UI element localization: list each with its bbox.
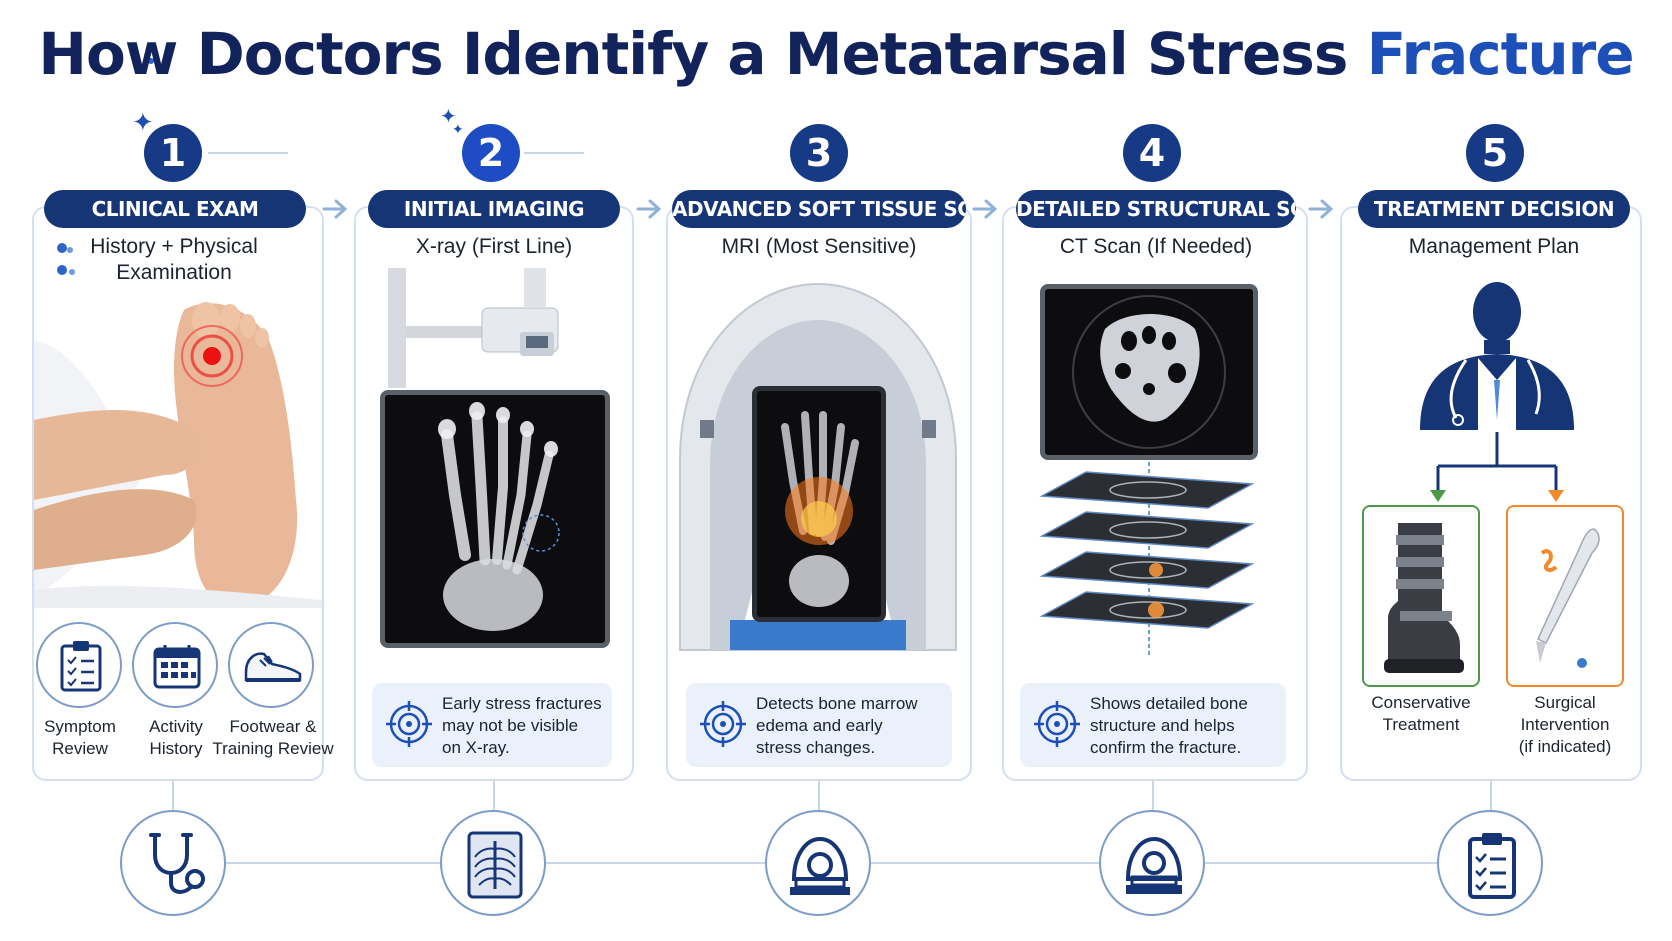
header-advanced-soft-tissue-scan: ADVANCED SOFT TISSUE SCAN	[672, 190, 966, 228]
foot-exam-illustration	[34, 300, 322, 608]
xray-machine-illustration	[388, 268, 559, 388]
subtitle-line: Examination	[116, 261, 232, 284]
step-number-2: 2	[462, 124, 520, 182]
subtitle-line: History + Physical	[90, 235, 258, 258]
timeline-drop-line	[1490, 781, 1492, 811]
ct-slice-stack-illustration	[1039, 462, 1255, 658]
sparkle-icon: ✦	[132, 108, 154, 138]
arrow-right-icon	[1308, 199, 1334, 219]
timeline-drop-line	[172, 781, 174, 811]
sparkle-icon: ✦	[440, 104, 457, 128]
ct-cross-section-image	[1040, 284, 1258, 460]
page-title: How Doctors Identify a Metatarsal Stress…	[0, 20, 1672, 88]
xray-foot-image	[380, 390, 610, 648]
number-connector-line	[524, 152, 584, 154]
stethoscope-icon	[120, 810, 226, 916]
mri-machine-icon	[765, 810, 871, 916]
scalpel-icon	[1536, 528, 1600, 668]
arrow-right-icon	[972, 199, 998, 219]
title-accent: Fracture	[1366, 20, 1635, 88]
subtitle-ct: CT Scan (If Needed)	[1059, 235, 1253, 258]
subtitle-management-plan: Management Plan	[1408, 235, 1580, 258]
sparkle-icon	[57, 243, 75, 275]
ct-scanner-icon	[1099, 810, 1205, 916]
title-main: How Doctors Identify a Metatarsal Stress	[38, 20, 1348, 88]
walking-boot-icon	[1384, 523, 1464, 673]
arrow-right-icon	[322, 199, 348, 219]
step-number-5: 5	[1466, 124, 1524, 182]
timeline-drop-line	[818, 781, 820, 811]
header-detailed-structural-scan: DETAILED STRUCTURAL SCAN	[1016, 190, 1296, 228]
number-connector-line	[208, 152, 288, 154]
sparkle-icon: ✦	[452, 122, 464, 138]
step-number-3: 3	[790, 124, 848, 182]
sneaker-icon	[228, 622, 314, 708]
mri-foot-image	[752, 386, 886, 622]
target-icon	[386, 701, 432, 747]
step-number-4: 4	[1123, 124, 1181, 182]
clipboard-icon	[1437, 810, 1543, 916]
option-conservative-treatment	[1362, 505, 1480, 687]
doctor-icon	[1420, 282, 1574, 502]
step-number-1: 1	[144, 124, 202, 182]
xray-chest-icon	[440, 810, 546, 916]
option-surgical-intervention	[1506, 505, 1624, 687]
activity-history-icon	[132, 622, 218, 708]
header-clinical-exam: CLINICAL EXAM	[44, 190, 306, 228]
header-treatment-decision: TREATMENT DECISION	[1358, 190, 1630, 228]
subtitle-mri: MRI (Most Sensitive)	[721, 235, 917, 258]
subtitle-xray: X-ray (First Line)	[415, 235, 573, 258]
timeline-drop-line	[493, 781, 495, 811]
subtitle-history-physical: History + Physical Examination	[84, 234, 264, 286]
target-icon	[700, 701, 746, 747]
header-initial-imaging: INITIAL IMAGING	[368, 190, 620, 228]
title-dot-decoration	[148, 58, 154, 64]
timeline-drop-line	[1152, 781, 1154, 811]
arrow-right-icon	[636, 199, 662, 219]
target-icon	[1034, 701, 1080, 747]
item-footwear-training-label: Footwear &Training Review	[212, 717, 334, 758]
symptom-review-icon	[36, 622, 122, 708]
